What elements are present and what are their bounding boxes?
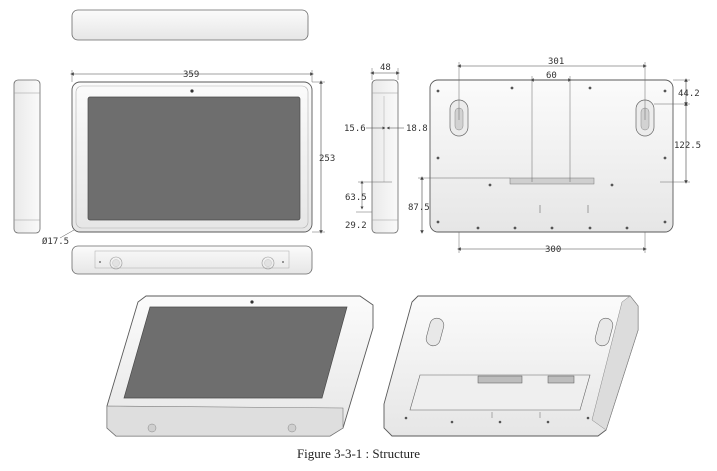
front-isometric-view — [106, 295, 374, 437]
dim-side-top-a: 15.6 — [344, 124, 366, 134]
back-isometric-view — [383, 295, 639, 437]
side-profile-view: 48 15.6 18.8 63.5 29.2 — [344, 63, 428, 234]
dim-corner-offset: Ø17.5 — [42, 236, 69, 247]
dim-back-top: 44.2 — [678, 89, 700, 99]
dim-side-mid: 63.5 — [345, 193, 367, 203]
back-view: 301 60 44.2 122.5 87.5 300 — [408, 57, 701, 255]
figure-caption: Figure 3-3-1 : Structure — [296, 446, 421, 461]
dim-back-left-vertical: 87.5 — [408, 203, 430, 213]
front-view: 359 253 Ø17.5 — [42, 70, 335, 247]
dim-side-top-b: 18.8 — [406, 124, 428, 134]
dim-front-width: 359 — [183, 70, 199, 80]
left-side-view — [13, 79, 41, 234]
dim-back-bottom-span: 300 — [545, 245, 561, 255]
dim-back-center: 60 — [546, 71, 557, 81]
dim-side-low: 29.2 — [345, 221, 367, 231]
dim-back-vertical: 122.5 — [674, 141, 701, 151]
top-view — [71, 9, 309, 41]
dim-side-depth: 48 — [380, 63, 391, 73]
dim-front-height: 253 — [319, 154, 335, 164]
dim-back-span: 301 — [548, 57, 564, 67]
bottom-view — [71, 245, 313, 275]
